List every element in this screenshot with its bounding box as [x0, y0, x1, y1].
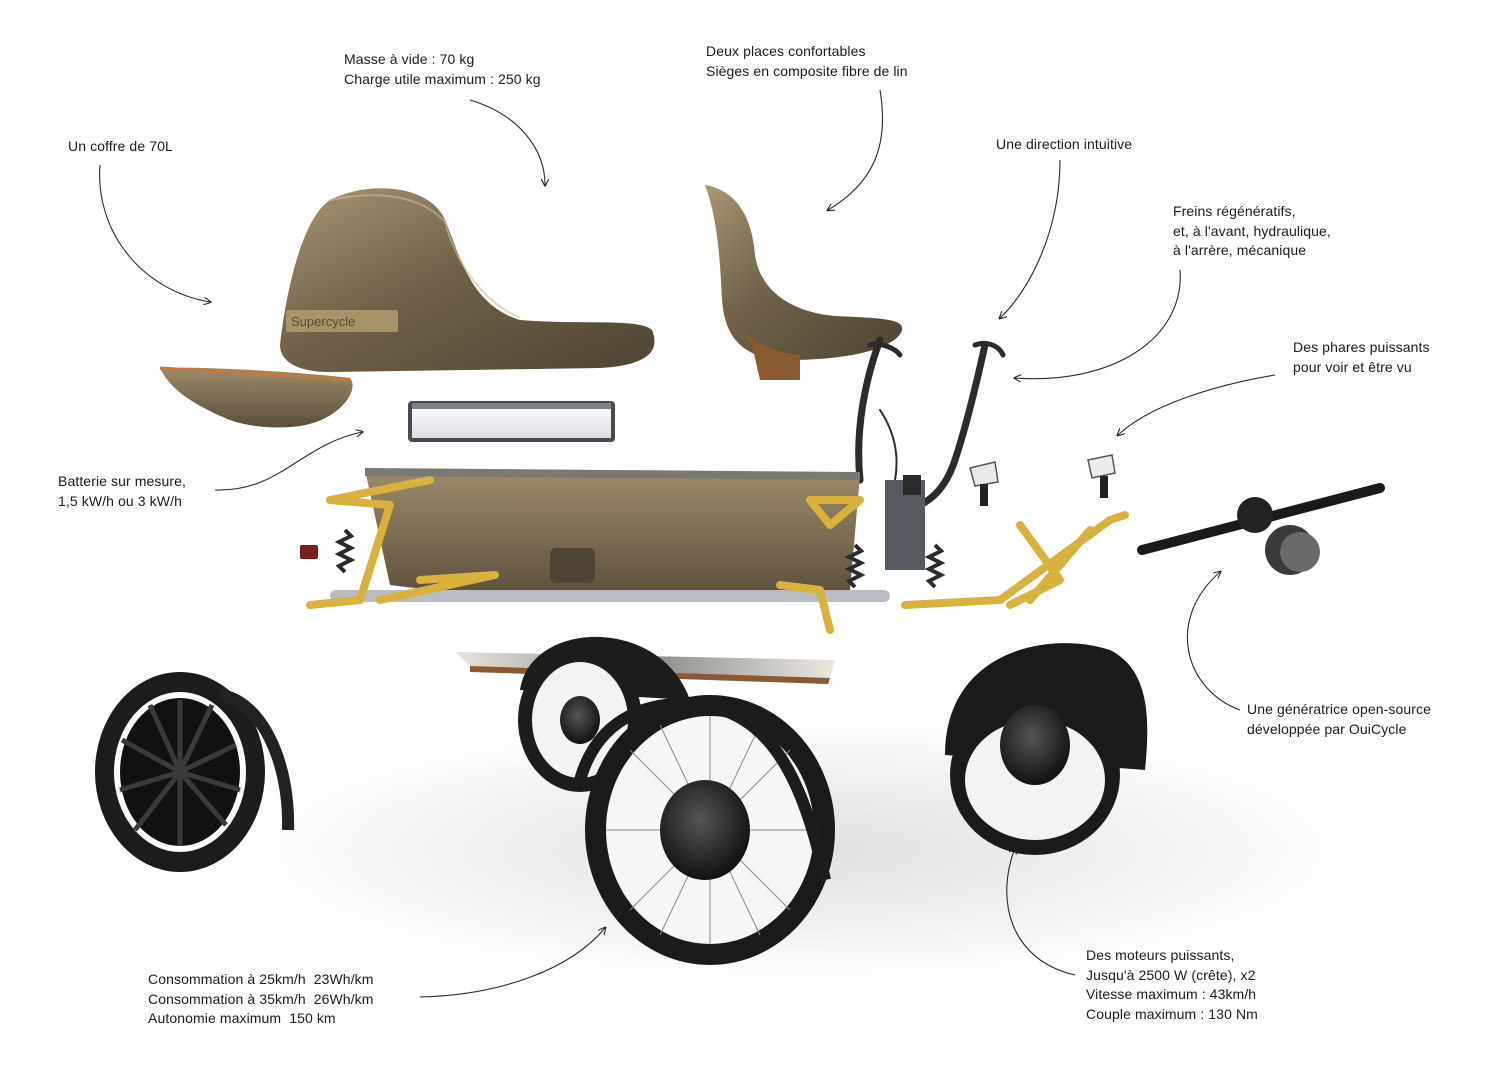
logo-plate: [286, 310, 398, 332]
arrow-brakes: [1015, 269, 1181, 379]
arrow-seats: [828, 89, 884, 210]
steering-label: Une direction intuitive: [996, 136, 1133, 152]
arrow-generator: [1186, 572, 1241, 711]
battery-pack: [408, 401, 615, 442]
consumption-label: Consommation à 25km/h 23Wh/km Consommati…: [148, 970, 374, 1029]
consumption-row: Consommation à 35km/h 26Wh/km: [148, 990, 374, 1007]
motors-label: Des moteurs puissants, Jusqu'à 2500 W (c…: [1086, 947, 1258, 1022]
arrow-trunk: [99, 164, 210, 302]
chassis: [300, 468, 1129, 634]
arrow-mass: [469, 99, 545, 185]
annotation-arrows: [99, 89, 1276, 998]
logo-text: Supercycle: [291, 314, 355, 329]
battery-label: Batterie sur mesure, 1,5 kW/h ou 3 kW/h: [58, 473, 187, 509]
arrow-steering: [1000, 159, 1061, 318]
arrow-lights: [1118, 374, 1276, 435]
mass-label: Masse à vide : 70 kg Charge utile maximu…: [344, 51, 541, 87]
generator-label: Une génératrice open-source développée p…: [1247, 701, 1432, 737]
arrow-battery: [214, 432, 362, 491]
headlights: [969, 454, 1116, 506]
brakes-label: Freins régénératifs, et, à l'avant, hydr…: [1173, 203, 1331, 258]
trunk-lid: [159, 366, 353, 428]
wheel-rear-right: [518, 636, 690, 792]
trunk-shell: Supercycle: [280, 188, 655, 372]
wheel-front-left: [574, 695, 835, 965]
range-row: Autonomie maximum 150 km: [148, 1010, 336, 1026]
arrow-motors: [1006, 848, 1076, 976]
consumption-row: Consommation à 25km/h 23Wh/km: [148, 971, 374, 987]
shock-absorbers: [334, 528, 946, 589]
lights-label: Des phares puissants pour voir et être v…: [1293, 339, 1430, 375]
wheel-rear-left: [95, 672, 295, 872]
seat: [705, 185, 903, 380]
wheel-front-right: [945, 643, 1148, 855]
arrow-consumption: [419, 928, 605, 998]
seats-label: Deux places confortables Sièges en compo…: [706, 43, 908, 79]
generator: [1137, 483, 1385, 575]
trunk-label: Un coffre de 70L: [68, 138, 173, 154]
